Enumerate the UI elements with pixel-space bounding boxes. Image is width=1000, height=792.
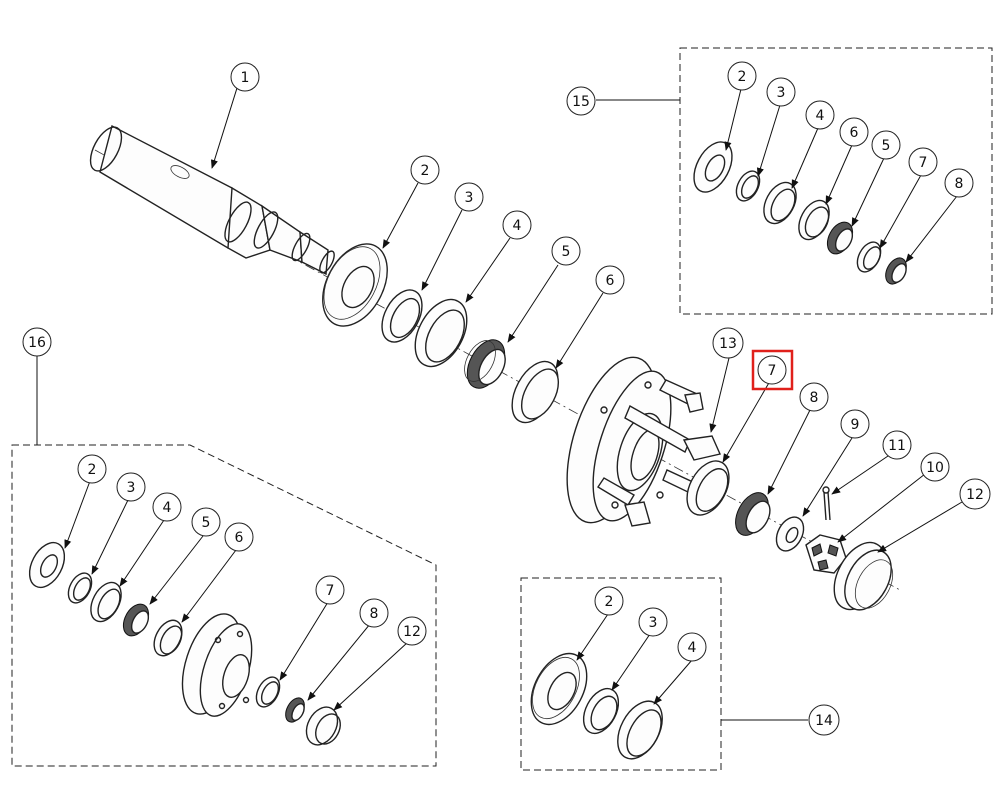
kit-15-detail: 15 2 3 4 6 5 7 8 [566,47,993,315]
callout-2-bubble: 2 [410,155,440,185]
kit16-callout-4: 4 [152,492,182,522]
callout-14-bubble: 14 [808,704,840,736]
kit15-callout-4: 4 [805,100,835,130]
kit16-callout-7: 7 [315,575,345,605]
kit-14-detail: 14 2 3 4 [520,577,840,771]
bearing-cup-part [414,298,468,368]
callout-8-bubble: 8 [799,382,829,412]
svg-text:2: 2 [738,69,747,85]
kit16-callout-3: 3 [116,472,146,502]
svg-text:3: 3 [649,615,658,631]
bearing-race-part [511,360,560,424]
inner-bearing-part [464,339,506,389]
axle-spindle-part [89,124,335,276]
svg-text:4: 4 [513,218,522,234]
outer-race-part [686,460,730,516]
callout-3-bubble: 3 [454,182,484,212]
svg-text:3: 3 [127,480,136,496]
svg-text:14: 14 [815,713,833,729]
kit16-callout-2: 2 [77,454,107,484]
callout-10-bubble: 10 [920,452,950,482]
wheel-hub-part [566,356,721,527]
callout-16-bubble: 16 [22,327,52,357]
callout-5-bubble: 5 [551,236,581,266]
svg-text:8: 8 [810,390,819,406]
kit14-callout-3: 3 [638,607,668,637]
svg-text:12: 12 [966,487,984,503]
dust-cap-part [833,541,894,611]
svg-text:7: 7 [919,155,928,171]
kit-16-detail: 16 2 3 4 5 6 [11,327,437,767]
svg-text:1: 1 [241,70,250,86]
svg-text:2: 2 [605,594,614,610]
svg-text:7: 7 [326,583,335,599]
inner-ring-part [381,289,423,343]
svg-text:4: 4 [163,500,172,516]
kit16-callout-5: 5 [191,507,221,537]
svg-text:2: 2 [421,163,430,179]
callout-11-bubble: 11 [882,430,912,460]
cotter-pin-part [822,486,831,521]
kit15-callout-8: 8 [944,168,974,198]
kit15-callout-7: 7 [908,147,938,177]
callout-7-bubble-highlighted: 7 [751,349,794,391]
kit14-callout-2: 2 [594,586,624,616]
callout-1-bubble: 1 [230,62,260,92]
svg-text:5: 5 [202,515,211,531]
kit15-callout-6: 6 [839,117,869,147]
svg-text:11: 11 [888,438,906,454]
svg-text:4: 4 [688,640,697,656]
kit15-callout-5: 5 [871,130,901,160]
svg-text:2: 2 [88,462,97,478]
wheel-stud-bolts [597,379,721,527]
kit16-callout-8: 8 [359,598,389,628]
svg-text:13: 13 [719,336,737,352]
callout-9-bubble: 9 [840,409,870,439]
kit16-callout-12: 12 [397,616,427,646]
svg-text:5: 5 [562,244,571,260]
svg-text:15: 15 [572,94,590,110]
svg-text:10: 10 [926,460,944,476]
kit14-callout-4: 4 [677,632,707,662]
grease-seal-part [322,243,388,327]
outer-bearing-part [735,492,771,536]
kit16-callout-6: 6 [224,522,254,552]
svg-text:3: 3 [777,85,786,101]
highlight-box [751,349,794,391]
svg-text:4: 4 [816,108,825,124]
svg-text:6: 6 [606,273,615,289]
svg-text:6: 6 [850,125,859,141]
svg-text:9: 9 [851,417,860,433]
callout-12-bubble: 12 [959,478,991,510]
svg-text:8: 8 [955,176,964,192]
callout-4-bubble: 4 [502,210,532,240]
svg-text:16: 16 [28,335,46,351]
svg-text:6: 6 [235,530,244,546]
callout-15-bubble: 15 [566,86,596,116]
main-assembly: 1 2 3 4 5 6 13 7 8 9 11 10 12 [89,62,991,611]
svg-text:7: 7 [768,363,777,379]
kit15-callout-3: 3 [766,77,796,107]
kit15-callout-2: 2 [727,61,757,91]
callout-6-bubble: 6 [595,265,625,295]
washer-part [775,516,805,552]
svg-text:3: 3 [465,190,474,206]
svg-text:5: 5 [882,138,891,154]
svg-text:12: 12 [403,624,421,640]
callout-13-bubble: 13 [712,327,744,359]
svg-text:8: 8 [370,606,379,622]
